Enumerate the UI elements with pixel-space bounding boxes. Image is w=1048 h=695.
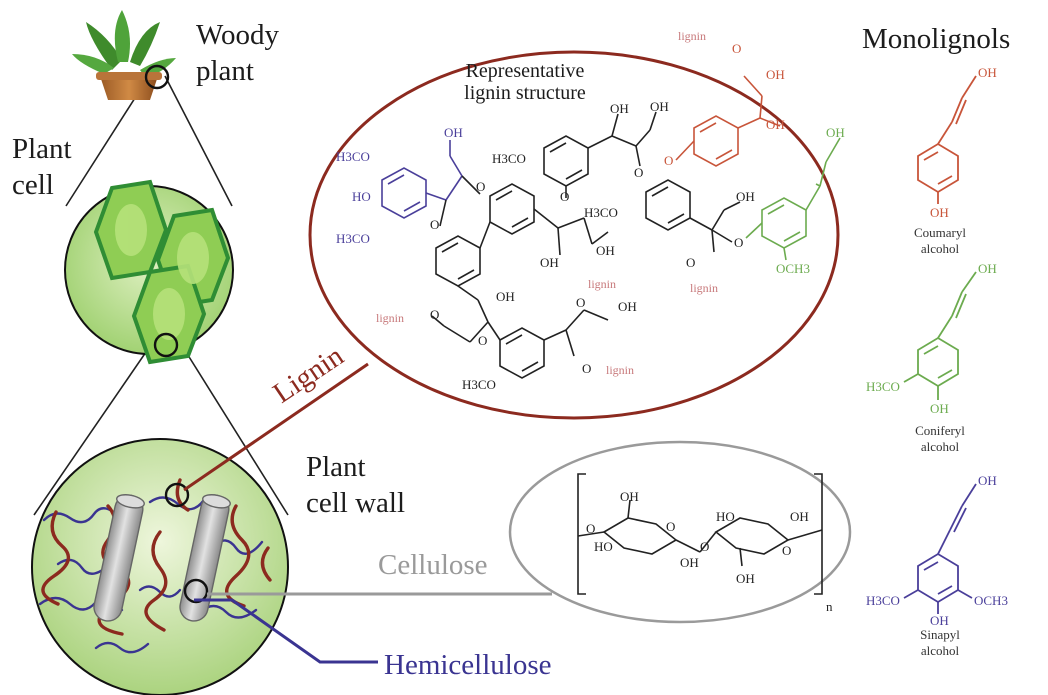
cellulose-structure-drawing — [577, 473, 823, 595]
coniferyl-h3co: H3CO — [866, 379, 900, 394]
plant-cell-view — [64, 179, 234, 365]
lig-o-2: O — [430, 217, 440, 232]
lignin-zoom-circle — [164, 482, 190, 508]
lig-oh-4: OH — [540, 255, 559, 270]
coniferyl-label-line1: Coniferyl — [915, 423, 965, 438]
lig-ho-1: HO — [352, 189, 371, 204]
plant-cell-label-line1: Plant — [12, 133, 72, 165]
cellulose-label: Cellulose — [378, 549, 488, 581]
lignin-structure-drawing — [381, 75, 841, 379]
plant-zoom-circle — [144, 64, 170, 90]
cell-zoom-circle — [153, 332, 179, 358]
lig-h3co-3: H3CO — [492, 151, 526, 166]
lig-o-10: O — [582, 361, 592, 376]
cellulose-zoom-circle — [183, 578, 209, 604]
lig-o-4: O — [634, 165, 644, 180]
coumaryl-oh-bottom: OH — [930, 205, 949, 220]
cel-oh-2: OH — [680, 555, 699, 570]
lig-oh-green: OH — [826, 125, 845, 140]
sinapyl-alcohol-structure — [903, 483, 977, 614]
sinapyl-label-line2: alcohol — [920, 643, 960, 658]
lig-h3co-4: H3CO — [584, 205, 618, 220]
lig-o-8: O — [430, 307, 440, 322]
lig-lignin-4: lignin — [376, 311, 405, 325]
cel-o-1: O — [586, 521, 596, 536]
hemicellulose-callout-line — [194, 598, 378, 664]
lig-oh-6: OH — [736, 189, 755, 204]
plant-cell-wall-label-line1: Plant — [306, 451, 366, 483]
lig-o-6: O — [686, 255, 696, 270]
lig-o-orange-2: O — [664, 153, 674, 168]
cellulose-structure-ellipse — [508, 440, 852, 624]
lig-oh-blue: OH — [444, 125, 463, 140]
sinapyl-och3: OCH3 — [974, 593, 1008, 608]
lig-o-orange: O — [732, 41, 742, 56]
lig-o-7: O — [478, 333, 488, 348]
cel-ho-1: HO — [594, 539, 613, 554]
woody-plant-label-line1: Woody — [196, 19, 280, 51]
coniferyl-alcohol-structure — [903, 271, 977, 400]
cel-o-4: O — [782, 543, 792, 558]
lig-oh-8: OH — [618, 299, 637, 314]
cel-o-2: O — [666, 519, 676, 534]
lig-o-5: O — [734, 235, 744, 250]
woody-plant-label-line2: plant — [196, 55, 254, 87]
coumaryl-oh-top: OH — [978, 65, 997, 80]
plant-cell-wall-label-line2: cell wall — [306, 487, 406, 519]
zoom-lines — [33, 75, 289, 516]
lig-oh-2: OH — [610, 101, 629, 116]
cel-oh-4: OH — [736, 571, 755, 586]
cel-oh-3: OH — [790, 509, 809, 524]
lignin-structure-ellipse — [308, 50, 840, 420]
lig-lignin-3: lignin — [588, 277, 617, 291]
lig-oh-orange-2: OH — [766, 117, 785, 132]
coniferyl-oh-top: OH — [978, 261, 997, 276]
lig-lignin-5: lignin — [606, 363, 635, 377]
lig-h3co-2: H3CO — [336, 231, 370, 246]
coumaryl-label-line2: alcohol — [920, 241, 960, 256]
coniferyl-oh-bottom: OH — [930, 401, 949, 416]
lig-oh-orange-1: OH — [766, 67, 785, 82]
lig-o-3: O — [560, 189, 570, 204]
lig-oh-5: OH — [596, 243, 615, 258]
lig-o-1: O — [476, 179, 486, 194]
lig-oh-7: OH — [496, 289, 515, 304]
coniferyl-label-line2: alcohol — [920, 439, 960, 454]
plant-cell-label-line2: cell — [12, 169, 54, 201]
cell-wall-view — [31, 438, 289, 695]
representative-label-line2: lignin structure — [464, 82, 586, 104]
cel-oh-1: OH — [620, 489, 639, 504]
representative-label-line1: Representative — [465, 60, 585, 82]
coumaryl-alcohol-structure — [917, 75, 977, 204]
lig-oh-3: OH — [650, 99, 669, 114]
sinapyl-oh-bottom: OH — [930, 613, 949, 628]
cel-ho-2: HO — [716, 509, 735, 524]
cel-o-3: O — [700, 539, 710, 554]
monolignols-label: Monolignols — [862, 23, 1011, 55]
cel-n: n — [826, 599, 833, 614]
hemicellulose-label: Hemicellulose — [384, 649, 552, 681]
sinapyl-oh-top: OH — [978, 473, 997, 488]
lig-h3co-5: H3CO — [462, 377, 496, 392]
lig-h3co-1: H3CO — [336, 149, 370, 164]
lig-och3-green: OCH3 — [776, 261, 810, 276]
lignin-callout-line — [183, 362, 369, 492]
sinapyl-label-line1: Sinapyl — [920, 627, 960, 642]
lig-lignin-1: lignin — [678, 29, 707, 43]
coumaryl-label-line1: Coumaryl — [914, 225, 966, 240]
lig-o-9: O — [576, 295, 586, 310]
lig-lignin-2: lignin — [690, 281, 719, 295]
sinapyl-h3co: H3CO — [866, 593, 900, 608]
